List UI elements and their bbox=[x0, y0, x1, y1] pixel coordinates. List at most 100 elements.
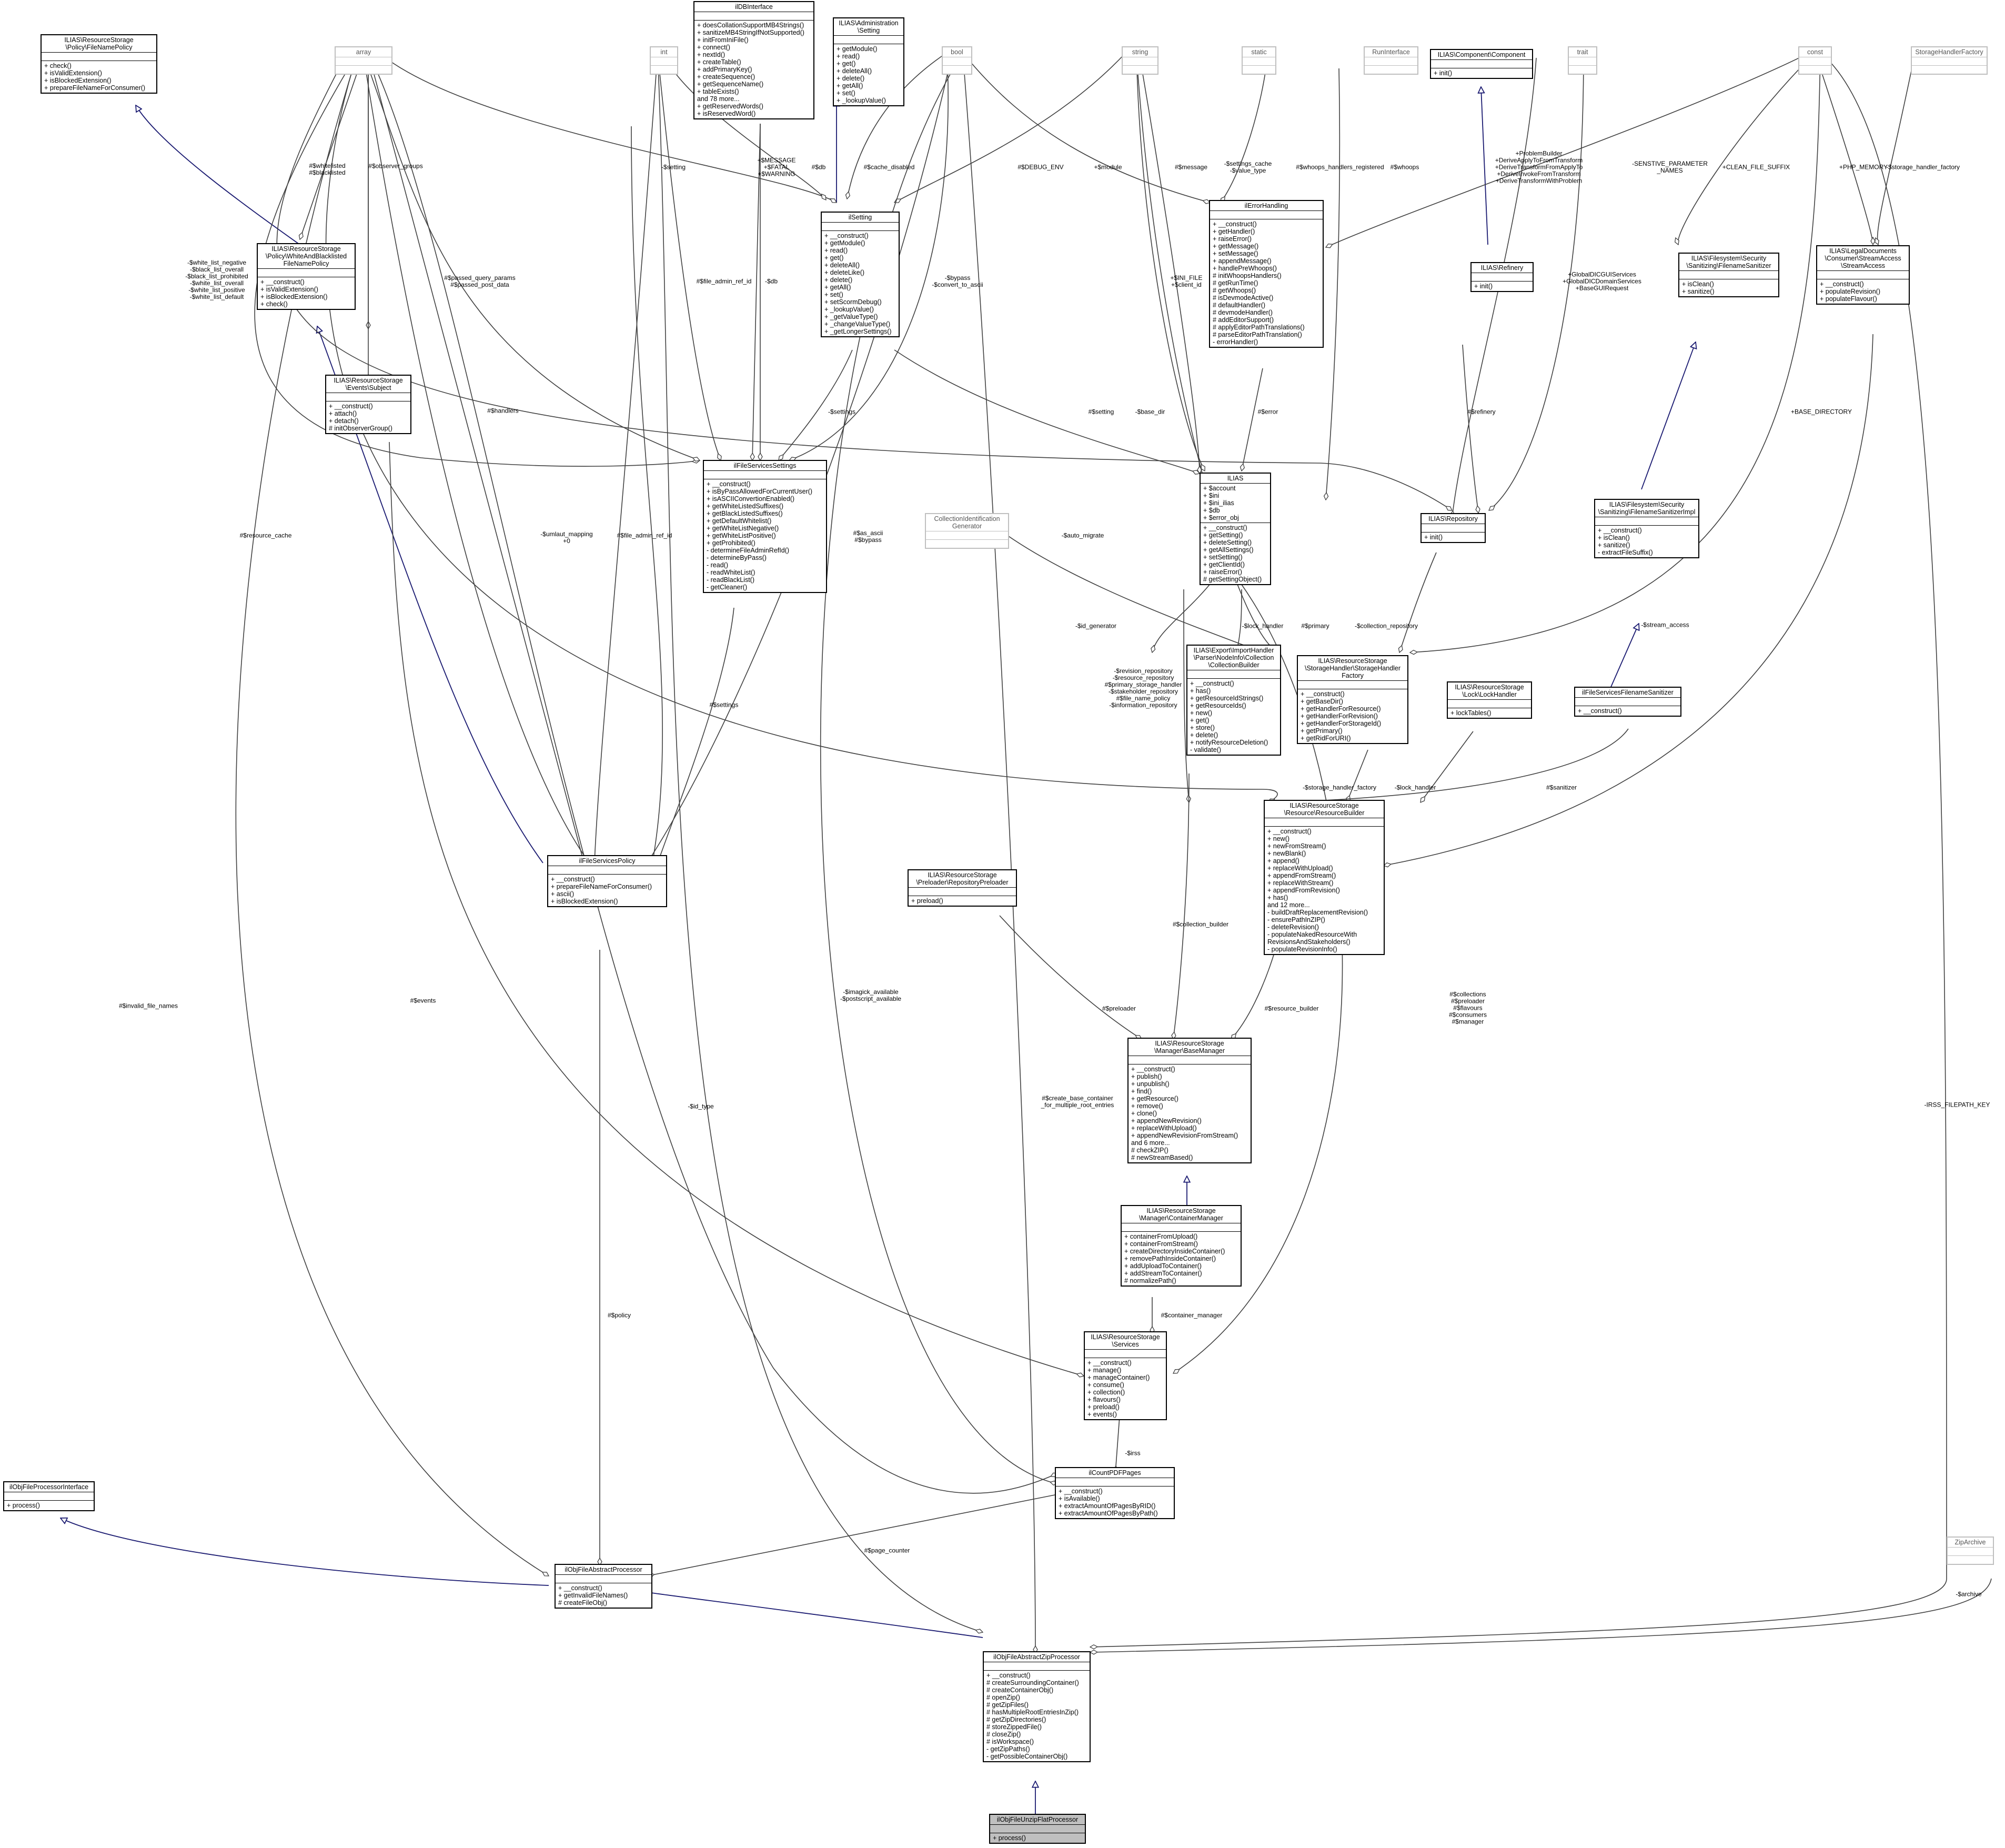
edge-label: #$passed_query_params #$passed_post_data bbox=[444, 274, 516, 288]
class-file-name-policy[interactable]: ILIAS\ResourceStorage \Policy\FileNamePo… bbox=[41, 34, 157, 94]
class-operations: + __construct() + has() + getResourceIdS… bbox=[1187, 678, 1280, 755]
class-lock-handler[interactable]: ILIAS\ResourceStorage \Lock\LockHandler … bbox=[1447, 681, 1532, 719]
edge-label: #$whitelisted #$blacklisted bbox=[309, 162, 346, 176]
class-storagehandlerfactory[interactable]: StorageHandlerFactory bbox=[1911, 46, 1988, 75]
class-ziparchive[interactable]: ZipArchive bbox=[1947, 1536, 1994, 1565]
edge-label: +$MESSAGE +$FATAL +$WARNING bbox=[757, 156, 796, 178]
class-operations: + containerFromUpload() + containerFromS… bbox=[1122, 1231, 1241, 1285]
class-name: ILIAS\Refinery bbox=[1480, 264, 1524, 272]
class-operations: + isClean() + sanitize() bbox=[1679, 279, 1778, 296]
class-operations: + __construct() + attach() + detach() # … bbox=[326, 401, 410, 433]
class-ilobjfileprocessorinterface[interactable]: ilObjFileProcessorInterface + process() bbox=[3, 1481, 95, 1511]
class-operations: + __construct() + isByPassAllowedForCurr… bbox=[704, 479, 826, 592]
edge-label: -$auto_migrate bbox=[1061, 531, 1104, 539]
class-name: ilObjFileProcessorInterface bbox=[9, 1483, 89, 1491]
class-name: ILIAS\ResourceStorage \Manager\Container… bbox=[1139, 1207, 1223, 1222]
class-array[interactable]: array bbox=[335, 46, 392, 75]
class-refinery[interactable]: ILIAS\Refinery + init() bbox=[1470, 262, 1534, 292]
class-whiteandblacklisted-policy[interactable]: ILIAS\ResourceStorage \Policy\WhiteAndBl… bbox=[257, 243, 356, 310]
class-operations: + preload() bbox=[909, 896, 1016, 906]
class-ilfileservicespolicy[interactable]: ilFileServicesPolicy + __construct() + p… bbox=[547, 855, 667, 907]
class-events-subject[interactable]: ILIAS\ResourceStorage \Events\Subject + … bbox=[325, 375, 411, 434]
edge-label: #$whoops_handlers_registered bbox=[1296, 163, 1384, 171]
class-ildbinterface[interactable]: ilDBInterface + doesCollationSupportMB4S… bbox=[693, 1, 814, 119]
edge-label: #$resource_builder bbox=[1264, 1005, 1319, 1012]
edge-label: -$lock_handler bbox=[1242, 622, 1284, 630]
class-runinterface[interactable]: RunInterface bbox=[1364, 46, 1418, 75]
class-operations: + __construct() + getModule() + read() +… bbox=[822, 230, 899, 336]
edge-label: -SENSTIVE_PARAMETER _NAMES bbox=[1632, 160, 1708, 174]
class-name: ILIAS\Export\ImportHandler \Parser\NodeI… bbox=[1193, 647, 1274, 669]
class-name: ilObjFileAbstractZipProcessor bbox=[993, 1653, 1080, 1661]
edge-label: #$sanitizer bbox=[1546, 784, 1577, 791]
class-filename-sanitizer-impl[interactable]: ILIAS\Filesystem\Security \Sanitizing\Fi… bbox=[1594, 499, 1699, 558]
edge-label: #$collections #$preloader #$flavours #$c… bbox=[1448, 990, 1487, 1026]
class-ilcountpdfpages[interactable]: ilCountPDFPages + __construct() + isAvai… bbox=[1055, 1467, 1175, 1519]
class-operations: + __construct() + getHandler() + raiseEr… bbox=[1210, 219, 1323, 347]
class-operations: + __construct() + isClean() + sanitize()… bbox=[1595, 525, 1698, 557]
class-base-manager[interactable]: ILIAS\ResourceStorage \Manager\BaseManag… bbox=[1127, 1038, 1252, 1163]
class-const[interactable]: const bbox=[1798, 46, 1832, 75]
class-container-manager[interactable]: ILIAS\ResourceStorage \Manager\Container… bbox=[1121, 1205, 1242, 1287]
class-operations: + init() bbox=[1472, 281, 1533, 291]
class-name: ilDBInterface bbox=[735, 3, 773, 11]
class-name: RunInterface bbox=[1372, 48, 1410, 56]
class-name: ILIAS\LegalDocuments \Consumer\StreamAcc… bbox=[1825, 247, 1901, 269]
class-ilfileservicesfilenamesanitizer[interactable]: ilFileServicesFilenameSanitizer + __cons… bbox=[1574, 687, 1681, 717]
class-ilfileservicessettings[interactable]: ilFileServicesSettings + __construct() +… bbox=[703, 460, 827, 593]
class-operations: + __construct() + publish() + unpublish(… bbox=[1129, 1064, 1251, 1162]
class-collection-id-generator[interactable]: CollectionIdentification Generator bbox=[925, 513, 1009, 549]
class-operations: + __construct() + isValidExtension() + i… bbox=[258, 277, 355, 309]
class-int[interactable]: int bbox=[650, 46, 678, 75]
class-operations: + __construct() + getSetting() + deleteS… bbox=[1201, 523, 1270, 584]
class-administration-setting[interactable]: ILIAS\Administration \Setting + getModul… bbox=[833, 17, 904, 106]
class-ilias[interactable]: ILIAS + $account + $ini + $ini_ilias + $… bbox=[1200, 473, 1271, 585]
class-component[interactable]: ILIAS\Component\Component + init() bbox=[1430, 49, 1533, 79]
class-operations: + getModule() + read() + get() + deleteA… bbox=[834, 44, 903, 105]
class-stream-access[interactable]: ILIAS\LegalDocuments \Consumer\StreamAcc… bbox=[1816, 245, 1910, 305]
class-name: ilErrorHandling bbox=[1244, 202, 1288, 209]
edge-label: #$file_admin_ref_id bbox=[696, 277, 752, 285]
class-name: ILIAS\ResourceStorage \StorageHandler\St… bbox=[1304, 657, 1401, 679]
edge-label: #$cache_disabled bbox=[863, 163, 915, 171]
class-ilsetting[interactable]: ilSetting + __construct() + getModule() … bbox=[821, 212, 900, 337]
class-filename-sanitizer[interactable]: ILIAS\Filesystem\Security \Sanitizing\Fi… bbox=[1678, 253, 1779, 297]
class-operations: + check() + isValidExtension() + isBlock… bbox=[42, 61, 156, 93]
class-name: StorageHandlerFactory bbox=[1915, 48, 1983, 56]
class-static[interactable]: static bbox=[1242, 46, 1276, 75]
class-name: ILIAS\Component\Component bbox=[1437, 51, 1526, 58]
edge-label: #$create_base_container _for_multiple_ro… bbox=[1041, 1094, 1114, 1109]
edge-label: -$archive bbox=[1956, 1590, 1982, 1598]
class-repository-preloader[interactable]: ILIAS\ResourceStorage \Preloader\Reposit… bbox=[908, 869, 1017, 907]
class-collection-builder[interactable]: ILIAS\Export\ImportHandler \Parser\NodeI… bbox=[1186, 645, 1281, 756]
class-operations: + init() bbox=[1422, 532, 1485, 542]
edge-label: +$module bbox=[1094, 163, 1122, 171]
edge-label: -$umlaut_mapping +0 bbox=[540, 530, 593, 545]
edge-label: -$revision_repository -$resource_reposit… bbox=[1104, 667, 1182, 709]
edge-label: #$observer_groups bbox=[368, 162, 423, 170]
edge-label: #$resource_cache bbox=[239, 531, 292, 539]
class-resource-builder[interactable]: ILIAS\ResourceStorage \Resource\Resource… bbox=[1264, 800, 1385, 955]
edge-label: -$base_dir bbox=[1135, 408, 1165, 416]
class-name: ILIAS\Filesystem\Security \Sanitizing\Fi… bbox=[1686, 255, 1771, 269]
class-name: ilObjFileAbstractProcessor bbox=[565, 1566, 642, 1573]
class-name: ILIAS\ResourceStorage \Manager\BaseManag… bbox=[1154, 1040, 1225, 1054]
class-repository[interactable]: ILIAS\Repository + init() bbox=[1420, 513, 1486, 543]
edge-label: #$policy bbox=[607, 1311, 631, 1319]
edge-label: -$bypass -$convert_to_ascii bbox=[932, 274, 983, 288]
class-ilerrorhandling[interactable]: ilErrorHandling + __construct() + getHan… bbox=[1209, 200, 1324, 348]
class-trait[interactable]: trait bbox=[1568, 46, 1597, 75]
class-ilobjfileunzipflatprocessor[interactable]: ilObjFileUnzipFlatProcessor + process() bbox=[989, 1814, 1086, 1844]
class-name: bool bbox=[951, 48, 963, 56]
class-name: ilFileServicesSettings bbox=[733, 462, 797, 469]
class-services[interactable]: ILIAS\ResourceStorage \Services + __cons… bbox=[1084, 1331, 1167, 1420]
class-storage-handler-factory[interactable]: ILIAS\ResourceStorage \StorageHandler\St… bbox=[1297, 655, 1408, 744]
class-ilobjfileabstractprocessor[interactable]: ilObjFileAbstractProcessor + __construct… bbox=[555, 1564, 652, 1609]
class-name: array bbox=[356, 48, 371, 56]
edge-label: #$container_manager bbox=[1161, 1311, 1223, 1319]
edge-label: #$DEBUG_ENV bbox=[1017, 163, 1064, 171]
edge-label: #$refinery bbox=[1467, 408, 1496, 416]
class-bool[interactable]: bool bbox=[942, 46, 972, 75]
class-ilobjfileabstractzipprocessor[interactable]: ilObjFileAbstractZipProcessor + __constr… bbox=[983, 1651, 1091, 1762]
class-string[interactable]: string bbox=[1122, 46, 1158, 75]
